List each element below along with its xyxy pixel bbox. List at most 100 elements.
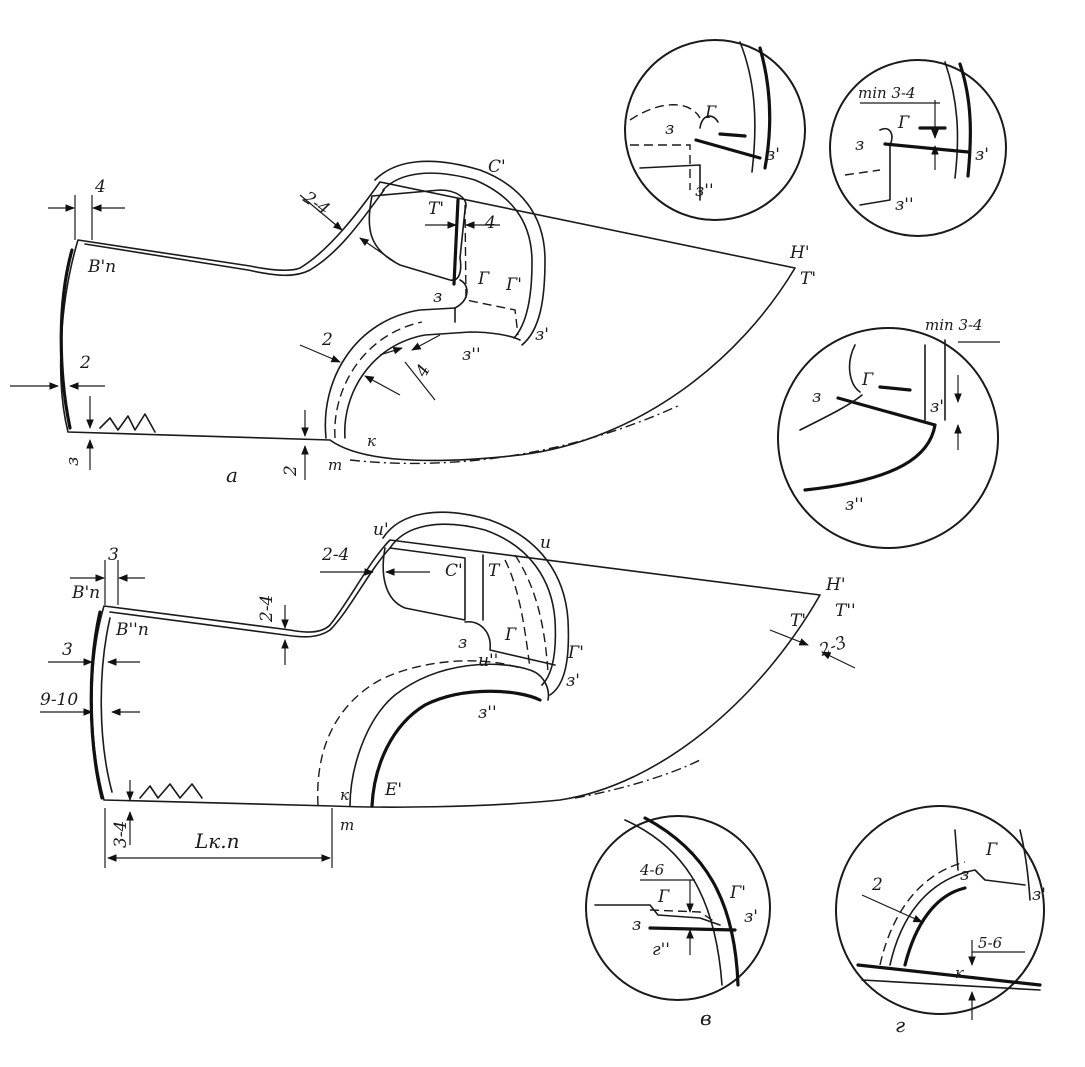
label-dv-z: з bbox=[632, 915, 641, 935]
figure-b-heel-inner bbox=[100, 617, 113, 793]
figure-b-strap-dash bbox=[317, 660, 521, 806]
label-a-v-prime-p: В'п bbox=[87, 257, 116, 277]
label-a-dim-2-bottom: 2 bbox=[281, 465, 301, 477]
label-b-dim-3-mid: 3 bbox=[62, 640, 73, 660]
label-b-z: з bbox=[458, 633, 467, 653]
detail-g bbox=[835, 805, 1045, 1020]
figure-a-notches bbox=[99, 413, 156, 433]
label-b-t-prime: Т' bbox=[790, 611, 806, 631]
label-a-t-prime-right: Т' bbox=[800, 269, 816, 289]
figure-a-heel-edge bbox=[59, 248, 74, 430]
label-b-t: Т bbox=[488, 561, 501, 581]
label-b-dim-3-top: 3 bbox=[108, 545, 119, 565]
caption-g: г bbox=[895, 1013, 905, 1037]
label-dv-g: Г bbox=[657, 887, 670, 907]
label-d3-g: Г bbox=[861, 370, 874, 390]
label-a-dim-2-left: 2 bbox=[79, 353, 91, 373]
figure-a bbox=[10, 160, 796, 480]
label-dg-g: Г bbox=[985, 840, 998, 860]
label-a-h-prime: Н' bbox=[789, 243, 810, 263]
label-a-z-prime: з' bbox=[535, 325, 549, 345]
label-a-g-prime: Г' bbox=[505, 275, 522, 295]
figure-b bbox=[40, 511, 856, 868]
figure-a-outline bbox=[59, 181, 796, 462]
label-a-dim-2-4: 2-4 bbox=[298, 187, 333, 220]
label-d3-z-prime: з' bbox=[930, 397, 944, 417]
detail-top-left bbox=[624, 39, 806, 221]
label-b-v-prime-p: В'п bbox=[71, 583, 100, 603]
detail-labels: з Г з' з'' min 3-4 Г з з' з'' min 3-4 Г … bbox=[632, 84, 1046, 1037]
label-d1-z-prime: з' bbox=[766, 145, 780, 165]
label-b-dim-2-4: 2-4 bbox=[321, 545, 349, 565]
figure-b-heel-edge bbox=[89, 610, 104, 800]
label-b-t-double: Т'' bbox=[835, 601, 856, 621]
figure-b-strap-inner bbox=[370, 689, 542, 808]
figure-a-strap-inner bbox=[344, 331, 521, 439]
label-b-t-small: т bbox=[340, 816, 354, 834]
figure-b-labels: и' и 3 2-4 2-4 С' Т Н' Т'' Т' 2-3 В'п В'… bbox=[40, 520, 856, 853]
figure-b-bottom-dash bbox=[574, 759, 701, 799]
label-b-dim-3-4: 3-4 bbox=[111, 821, 131, 848]
label-b-dim-2-4-vert: 2-4 bbox=[257, 595, 277, 623]
label-dv-dim: 4-6 bbox=[639, 861, 665, 879]
label-d2-z-double: з'' bbox=[895, 195, 914, 215]
label-d1-z: з bbox=[665, 119, 674, 139]
figure-a-bottom-dash bbox=[349, 404, 681, 465]
label-b-dim-2-3: 2-3 bbox=[816, 633, 850, 662]
label-a-dim-4-diag: 4 bbox=[412, 361, 435, 381]
label-a-t-prime: Т' bbox=[428, 199, 444, 219]
detail-middle bbox=[777, 327, 1000, 549]
label-b-g: Г bbox=[504, 625, 517, 645]
label-d3-z: з bbox=[812, 387, 821, 407]
figure-a-vamp-inner bbox=[382, 172, 533, 339]
label-b-dim-9-10: 9-10 bbox=[40, 690, 78, 710]
label-dg-k: к bbox=[955, 964, 964, 982]
label-dg-z: з bbox=[960, 865, 969, 885]
label-a-z: з bbox=[433, 287, 442, 307]
figure-b-vamp-outline bbox=[382, 511, 570, 696]
label-b-k: к bbox=[340, 786, 349, 804]
label-dg-dim-5-6: 5-6 bbox=[978, 934, 1003, 952]
label-d2-z-prime: з' bbox=[975, 145, 989, 165]
figure-a-vamp-outline bbox=[374, 160, 546, 346]
label-b-c-prime: С' bbox=[445, 561, 463, 581]
label-a-dim-4-inner: 4 bbox=[484, 213, 496, 233]
figure-a-window bbox=[368, 189, 467, 281]
label-dv-g-prime: Г' bbox=[729, 883, 746, 903]
label-b-u-double: и'' bbox=[478, 651, 498, 671]
label-b-g-prime: Г' bbox=[567, 643, 584, 663]
label-a-dim-3: з bbox=[63, 457, 83, 466]
label-b-l-kp: Lк.п bbox=[194, 829, 239, 853]
label-d1-z-double: з'' bbox=[695, 181, 714, 201]
figure-b-vamp-inner bbox=[389, 523, 557, 686]
figure-b-dash-1 bbox=[504, 559, 531, 669]
label-a-c-prime: С' bbox=[488, 157, 506, 177]
figure-b-strap-outer bbox=[349, 663, 550, 807]
label-d2-z: з bbox=[855, 135, 864, 155]
label-d3-z-double: з'' bbox=[845, 495, 864, 515]
figure-b-g-curve bbox=[464, 621, 556, 666]
label-b-u: и bbox=[540, 533, 551, 553]
label-a-dim-4: 4 bbox=[94, 177, 106, 197]
label-a-dim-2-mid: 2 bbox=[321, 330, 333, 350]
label-d2-g: Г bbox=[897, 113, 910, 133]
label-b-h-prime: Н' bbox=[825, 575, 846, 595]
label-a-t: т bbox=[328, 456, 342, 474]
label-dv-g-double: г'' bbox=[652, 940, 670, 960]
label-b-e-prime: Е' bbox=[384, 780, 402, 800]
label-b-z-prime: з' bbox=[566, 671, 580, 691]
figure-a-z-curve bbox=[454, 279, 468, 309]
label-dv-z-prime: з' bbox=[744, 907, 758, 927]
detail-top-right bbox=[829, 59, 1007, 237]
figure-a-dash-seam bbox=[464, 204, 519, 336]
figure-a-strap-outer bbox=[324, 307, 456, 439]
label-d3-min: min 3-4 bbox=[925, 316, 983, 334]
figure-b-tongue bbox=[382, 547, 466, 621]
label-d2-min: min 3-4 bbox=[858, 84, 916, 102]
label-d1-g: Г bbox=[704, 103, 717, 123]
figure-a-strap-dash bbox=[334, 321, 423, 439]
figure-a-thick-seam bbox=[452, 198, 460, 286]
figure-a-top-inner bbox=[84, 189, 385, 277]
label-b-v-double-p: В''п bbox=[115, 620, 149, 640]
